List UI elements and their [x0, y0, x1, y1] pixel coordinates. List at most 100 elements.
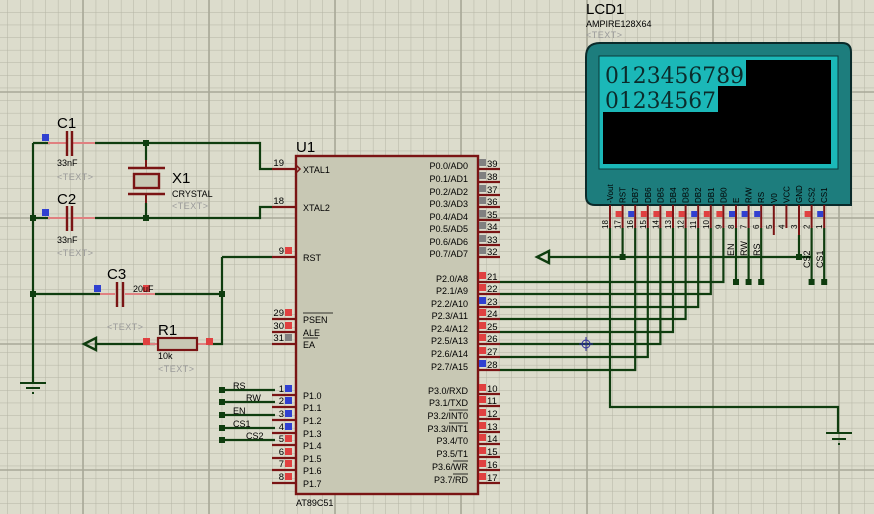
pin-label: GND: [795, 185, 804, 203]
wire[interactable]: [500, 228, 712, 296]
u1-pin-p15[interactable]: 6P1.5: [272, 447, 322, 464]
pin-state-indicator: [479, 247, 486, 254]
u1-pin-p17[interactable]: 8P1.7: [272, 472, 322, 489]
wire[interactable]: [500, 228, 675, 334]
u1-pin-p14[interactable]: 5P1.4: [272, 434, 322, 451]
lcd-pin-rw[interactable]: R/W7: [740, 187, 754, 229]
x1-ref: X1: [172, 170, 190, 187]
lcd-ampire128x64[interactable]: LCD1 AMPIRE128X64 <TEXT> 0123456789 0123…: [585, 1, 852, 235]
capacitor-c2[interactable]: C2 33nF <TEXT>: [42, 191, 95, 258]
pin-label: P3.1/TXD: [429, 398, 469, 408]
capacitor-c1[interactable]: C1 33nF <TEXT>: [42, 115, 95, 182]
u1-pin-p12[interactable]: 3P1.2: [272, 409, 322, 426]
wire[interactable]: [500, 228, 725, 284]
resistor-r1[interactable]: R1 10k <TEXT>: [143, 322, 213, 374]
pin-state-indicator: [817, 211, 824, 217]
wire[interactable]: [500, 228, 700, 309]
crystal-x1[interactable]: X1 CRYSTAL <TEXT>: [128, 160, 213, 211]
lcd-pin-rs[interactable]: RS6: [752, 192, 766, 229]
lcd-part: AMPIRE128X64: [586, 19, 652, 29]
pin-label: EA: [303, 340, 315, 350]
pin-label: DB7: [631, 187, 640, 203]
pin-label: P3.0/RXD: [428, 386, 469, 396]
lcd-pin-e[interactable]: E8: [727, 198, 741, 229]
pin-label: P3.4/T0: [436, 436, 468, 446]
terminal-arrow-p0[interactable]: [534, 249, 551, 265]
net-label-cs1: CS1: [233, 419, 251, 429]
u1-pin-p16[interactable]: 7P1.6: [272, 459, 322, 476]
microcontroller-u1[interactable]: U1 AT89C51 19XTAL118XTAL29RST29PSEN30ALE…: [272, 139, 500, 508]
pin-state-indicator: [479, 347, 486, 354]
wire[interactable]: [608, 228, 840, 433]
lcd-pin-v0[interactable]: V05: [765, 193, 779, 235]
u1-pin-p11[interactable]: 2P1.1: [272, 396, 322, 413]
wires-left[interactable]: [31, 141, 275, 442]
u1-pin-p10[interactable]: 1P1.0: [272, 384, 322, 401]
pin-label: P1.0: [303, 391, 322, 401]
wire[interactable]: [500, 228, 662, 346]
wire[interactable]: [500, 228, 637, 372]
ground-symbol-right[interactable]: [826, 432, 852, 445]
wire[interactable]: [500, 228, 649, 359]
pin-label: P0.3/AD3: [429, 199, 468, 209]
wire[interactable]: [500, 228, 687, 321]
ground-symbol-left[interactable]: [20, 382, 46, 394]
wires-right[interactable]: [500, 228, 840, 433]
pin-state-indicator: [729, 211, 735, 217]
pin-state-indicator: [285, 397, 292, 404]
r1-value: 10k: [158, 351, 173, 361]
pin-state-indicator: [285, 448, 292, 455]
u1-pin-p13[interactable]: 4P1.3: [272, 422, 322, 439]
pin-number: 7: [279, 459, 284, 470]
pin-state-indicator: [285, 309, 292, 316]
pin-number: 11: [689, 220, 698, 229]
capacitor-c3[interactable]: C3 20uF <TEXT>: [94, 266, 155, 332]
terminal-arrow-r1[interactable]: [81, 336, 98, 352]
